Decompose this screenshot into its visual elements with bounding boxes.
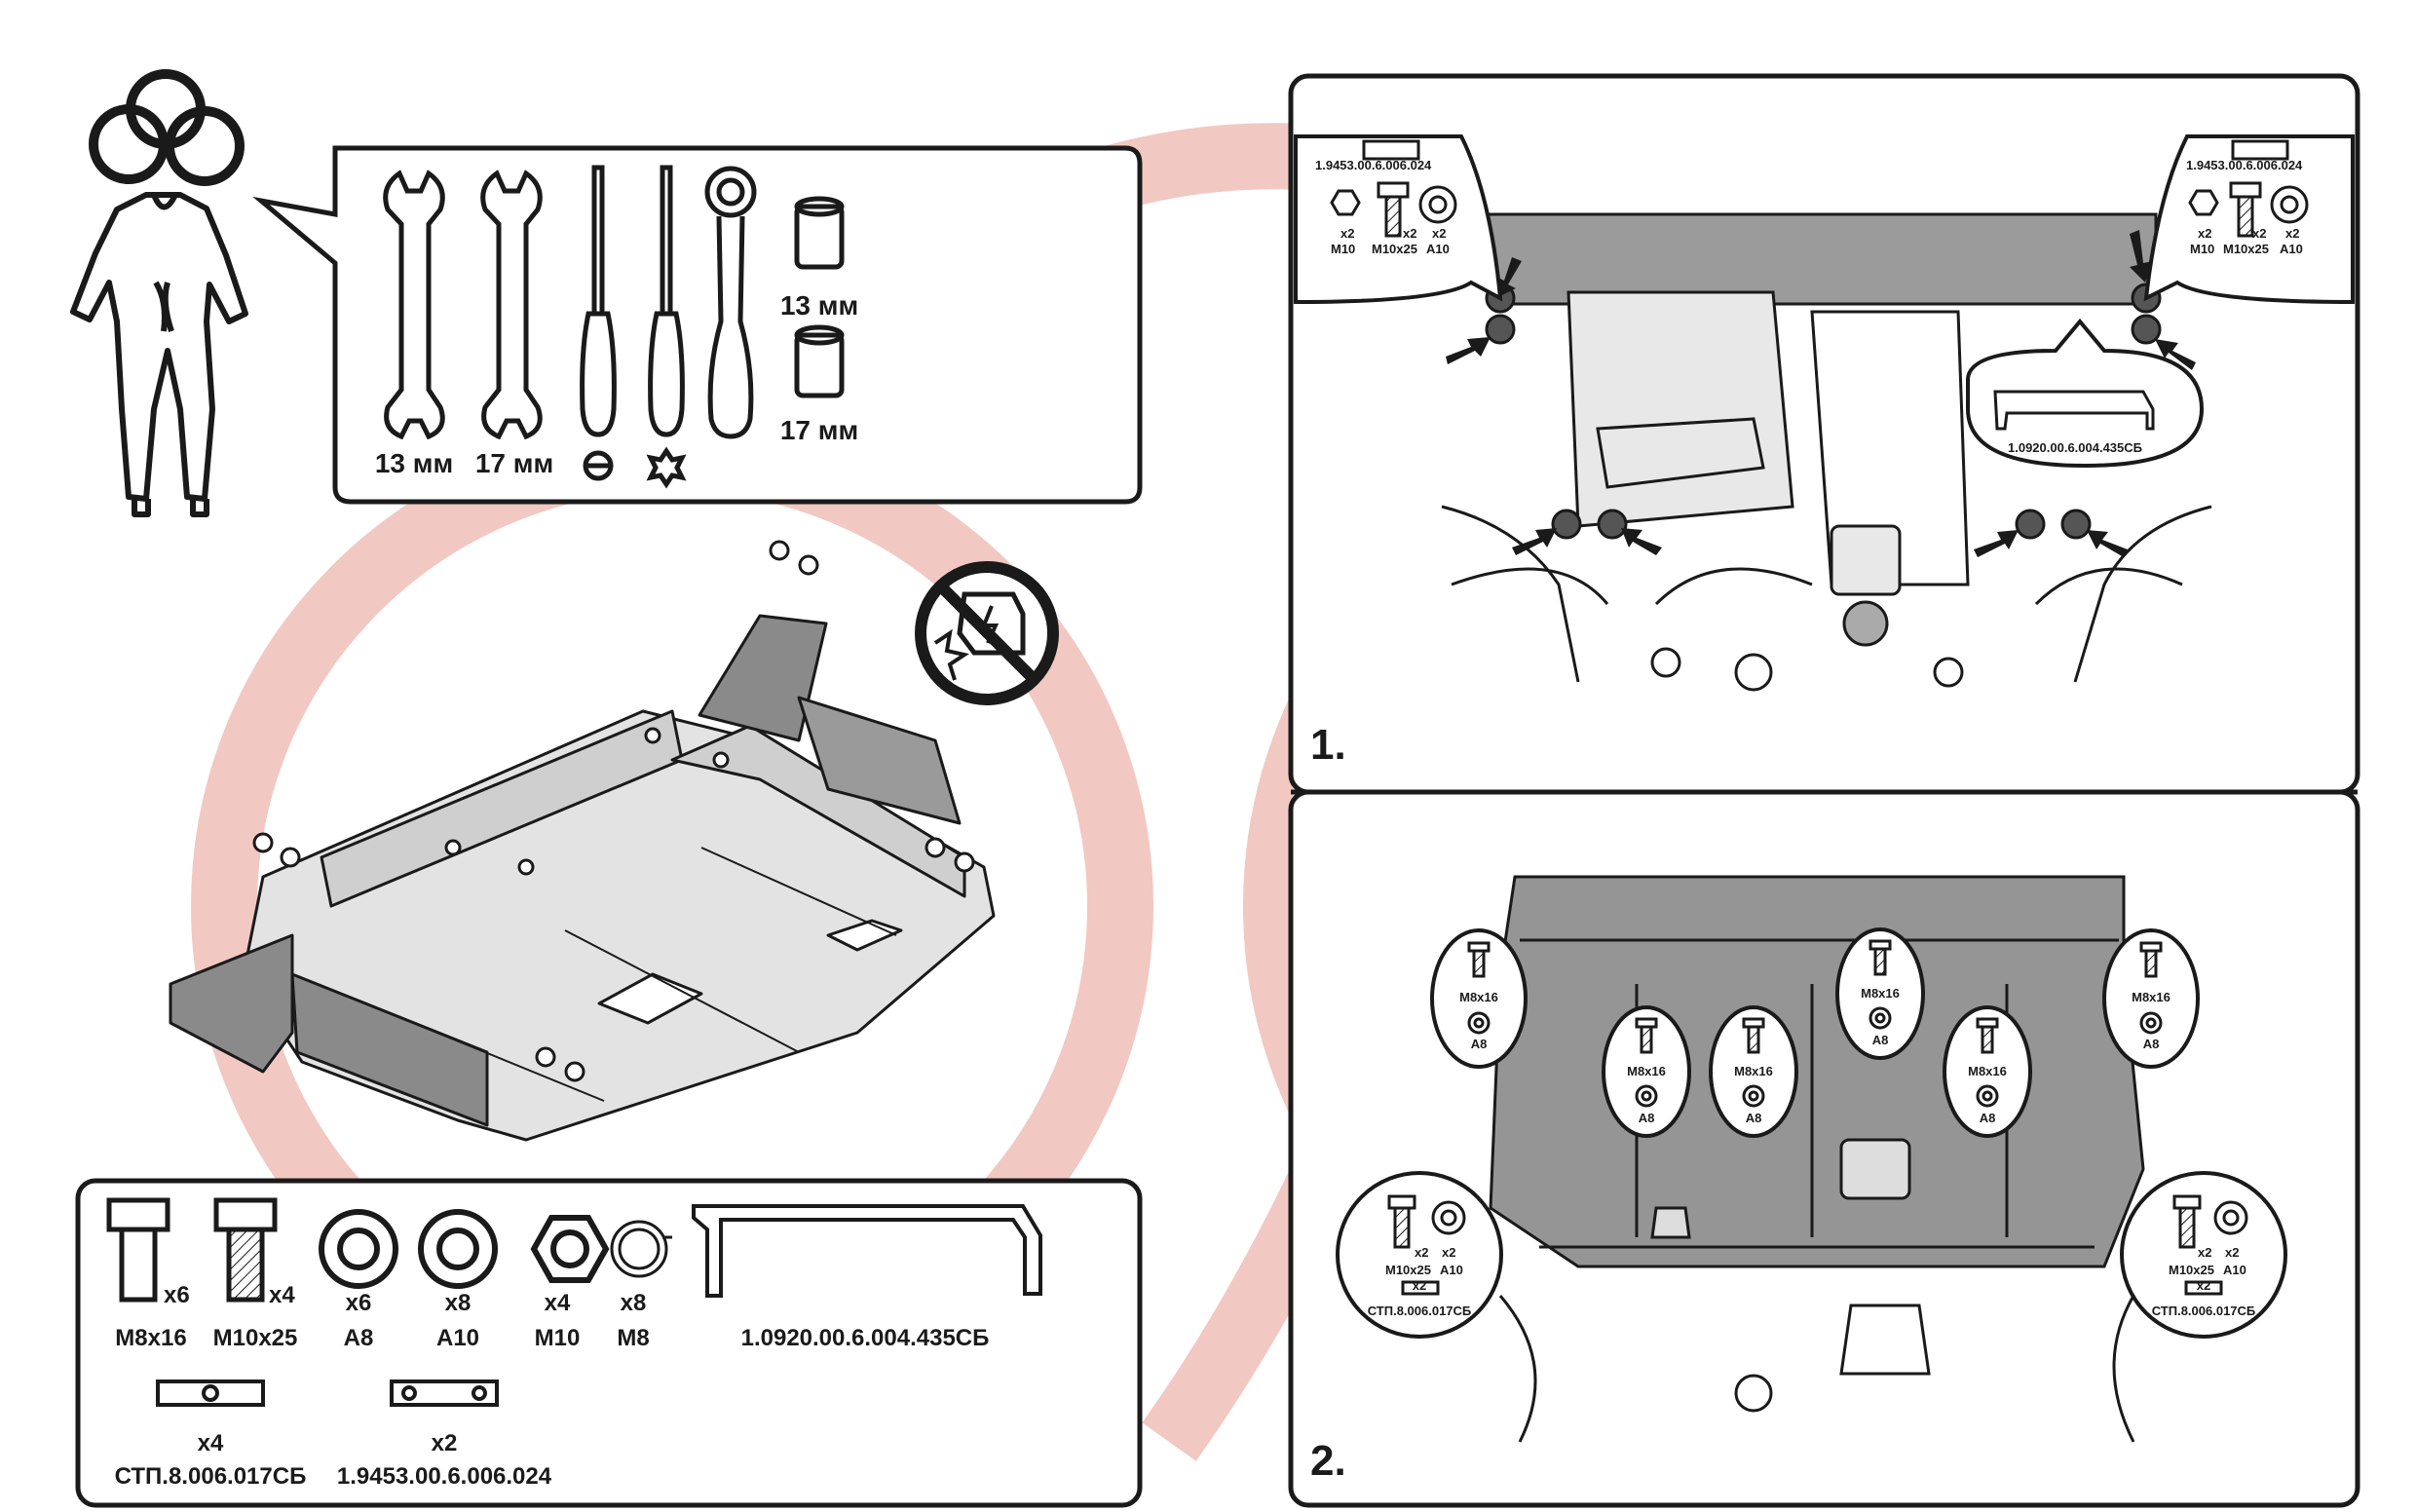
bracket-icon bbox=[692, 1204, 1042, 1298]
plate-stp-name: СТП.8.006.017СБ bbox=[114, 1463, 307, 1490]
bolt-m10-name: M10x25 bbox=[212, 1325, 298, 1351]
step1-left-q2: x2 bbox=[1403, 226, 1417, 241]
step2-right-n1: M10x25 bbox=[2169, 1263, 2214, 1277]
bracket-name: 1.0920.00.6.004.435СБ bbox=[740, 1325, 990, 1351]
rings-icon bbox=[89, 69, 245, 186]
step2-right-q2: x2 bbox=[2225, 1245, 2240, 1260]
step2-right-code: СТП.8.006.017СБ bbox=[2151, 1304, 2256, 1318]
step2-bolt-label-3: M8x16 bbox=[1734, 1064, 1773, 1078]
step2-bolt-label-6: M8x16 bbox=[2132, 990, 2171, 1004]
step1-bracket-callout bbox=[1966, 318, 2205, 469]
washer-a10-name: A10 bbox=[435, 1325, 480, 1351]
step2-washer-label-2: A8 bbox=[1638, 1111, 1655, 1125]
step2-left-code: СТП.8.006.017СБ bbox=[1367, 1304, 1472, 1318]
step2-right-q3: x2 bbox=[2196, 1278, 2211, 1293]
spring-m8-name: M8 bbox=[617, 1325, 650, 1351]
step2-left-n1: M10x25 bbox=[1385, 1263, 1431, 1277]
step1-left-n1: M10 bbox=[1331, 242, 1356, 256]
step2-bolt-label-2: M8x16 bbox=[1627, 1064, 1666, 1078]
step1-bracket-code: 1.0920.00.6.004.435СБ bbox=[2007, 440, 2143, 455]
step1-callout-left bbox=[1294, 134, 1503, 305]
plate-stp-qty: x4 bbox=[197, 1430, 224, 1456]
bolt-m10-qty: x4 bbox=[269, 1282, 295, 1308]
step2-left-q2: x2 bbox=[1442, 1245, 1456, 1260]
nut-icon bbox=[530, 1215, 610, 1283]
no-engine-damage-icon bbox=[915, 561, 1059, 705]
washer-icon bbox=[319, 1209, 498, 1289]
plate-icon bbox=[156, 1380, 499, 1407]
wrench-17-label: 17 мм bbox=[474, 448, 554, 478]
arrow-icon bbox=[1446, 230, 2196, 557]
step2-bolt-callouts bbox=[1430, 927, 2200, 1138]
washer-a10-qty: x8 bbox=[444, 1290, 472, 1316]
washer-a8-qty: x6 bbox=[345, 1290, 372, 1316]
step1-left-code: 1.9453.00.6.006.024 bbox=[1315, 158, 1432, 172]
step2-washer-label-4: A8 bbox=[1871, 1033, 1889, 1047]
step2-washer-label-3: A8 bbox=[1745, 1111, 1762, 1125]
step2-washer-label-6: A8 bbox=[2142, 1037, 2160, 1051]
step2-bolt-label-1: M8x16 bbox=[1459, 990, 1498, 1004]
step1-right-n3: A10 bbox=[2280, 242, 2303, 256]
step2-corner-callout-left bbox=[1336, 1171, 1503, 1339]
spring-washer-icon bbox=[610, 1220, 672, 1278]
step2-washer-label-1: A8 bbox=[1470, 1037, 1488, 1051]
step1-left-q1: x2 bbox=[1340, 226, 1355, 241]
washer-a8-name: A8 bbox=[343, 1325, 374, 1351]
step1-left-n3: A10 bbox=[1426, 242, 1450, 256]
step2-number: 2. bbox=[1310, 1437, 1346, 1485]
socket-13-label: 13 мм bbox=[779, 290, 859, 321]
step2-callout-bolts bbox=[1467, 939, 2163, 1108]
mechanic-icon bbox=[70, 192, 248, 517]
step1-callout-right bbox=[2143, 134, 2355, 305]
step1-right-q3: x2 bbox=[2285, 226, 2300, 241]
spring-m8-qty: x8 bbox=[620, 1290, 647, 1316]
fastener-markers bbox=[252, 540, 975, 1082]
plate-194-qty: x2 bbox=[431, 1430, 458, 1456]
plate-194-name: 1.9453.00.6.006.024 bbox=[336, 1463, 552, 1490]
step2-left-n2: A10 bbox=[1440, 1263, 1463, 1277]
socket-17-label: 17 мм bbox=[779, 415, 859, 445]
bolt-m8-name: M8x16 bbox=[115, 1325, 187, 1351]
ratchet-icon bbox=[704, 166, 757, 439]
step1-right-n1: M10 bbox=[2190, 242, 2215, 256]
step2-washer-label-5: A8 bbox=[1979, 1111, 1996, 1125]
step2-bolt-label-5: M8x16 bbox=[1968, 1064, 2007, 1078]
wrench-icon bbox=[383, 170, 543, 440]
step1-left-n2: M10x25 bbox=[1372, 242, 1417, 256]
bolt-icon bbox=[106, 1197, 278, 1303]
socket-icon bbox=[794, 196, 845, 398]
step1-right-code: 1.9453.00.6.006.024 bbox=[2186, 158, 2303, 172]
step1-left-q3: x2 bbox=[1432, 226, 1447, 241]
skid-plate-assembly bbox=[169, 614, 996, 1142]
step2-right-q1: x2 bbox=[2198, 1245, 2212, 1260]
step2-corner-callout-right bbox=[2120, 1171, 2287, 1339]
step2-right-n2: A10 bbox=[2223, 1263, 2246, 1277]
tools-bubble bbox=[252, 145, 1143, 505]
step2-left-q3: x2 bbox=[1412, 1278, 1427, 1293]
step1-engine-bay bbox=[1441, 212, 2212, 692]
screwdriver-flat-icon bbox=[580, 165, 617, 481]
bolt-m8-qty: x6 bbox=[164, 1282, 190, 1308]
nut-m10-qty: x4 bbox=[544, 1290, 571, 1316]
step2-bolt-label-4: M8x16 bbox=[1861, 986, 1900, 1001]
wrench-13-label: 13 мм bbox=[374, 448, 454, 478]
step1-right-n2: M10x25 bbox=[2223, 242, 2269, 256]
step2-left-q1: x2 bbox=[1415, 1245, 1429, 1260]
step1-number: 1. bbox=[1310, 721, 1346, 769]
nut-m10-name: M10 bbox=[534, 1325, 581, 1351]
screwdriver-torx-icon bbox=[646, 165, 687, 489]
step1-right-q1: x2 bbox=[2198, 226, 2212, 241]
step1-right-q2: x2 bbox=[2252, 226, 2267, 241]
